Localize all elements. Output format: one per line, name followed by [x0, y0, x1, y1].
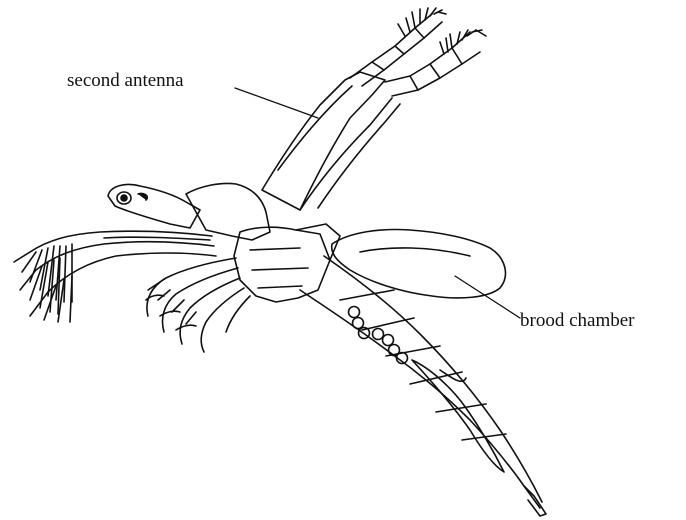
label-brood-chamber: brood chamber	[520, 311, 634, 330]
feathery-appendages	[14, 231, 216, 322]
thorax	[234, 224, 340, 302]
leader-line-second-antenna	[235, 88, 318, 118]
brood-chamber	[332, 230, 506, 298]
egg	[349, 307, 360, 318]
second-antenna	[262, 8, 486, 210]
egg	[353, 318, 364, 329]
label-second-antenna: second antenna	[67, 71, 184, 90]
egg	[383, 335, 394, 346]
thoracic-legs	[146, 258, 250, 352]
egg	[373, 329, 384, 340]
